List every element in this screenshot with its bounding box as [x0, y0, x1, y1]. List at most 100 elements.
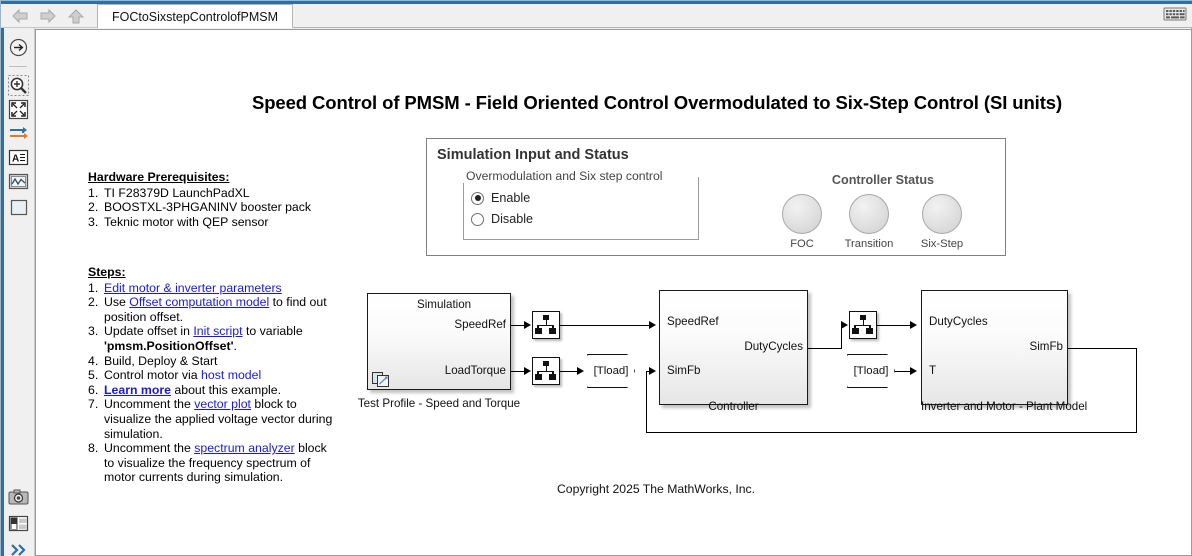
- arrow-dutycycles-mref: [841, 320, 848, 329]
- tab-model[interactable]: FOCtoSixstepControlofPMSM: [97, 4, 294, 28]
- item-text-pre: Use: [104, 295, 130, 310]
- link-vector-plot[interactable]: vector plot: [194, 397, 251, 412]
- arrow-plant-torque: [910, 366, 917, 375]
- list-item-step-1: 1.Edit motor & inverter parameters: [88, 281, 340, 296]
- wire-simfb-up: [646, 371, 647, 433]
- item-text-pre: Update offset in: [104, 324, 194, 339]
- hardware-prerequisites-block: Hardware Prerequisites: 1.TI F28379D Lau…: [88, 170, 338, 229]
- rate-transition-loadtorque-icon[interactable]: [532, 357, 560, 385]
- link-host-model[interactable]: host model: [201, 368, 262, 383]
- from-tag-tload[interactable]: [Tload]: [847, 354, 895, 388]
- radio-enable-label: Enable: [491, 191, 531, 205]
- back-arrow-icon[interactable]: [7, 5, 33, 27]
- annotation-text-icon[interactable]: A: [7, 146, 30, 169]
- list-item-step-4: 4.Build, Deploy & Start: [88, 354, 340, 369]
- port-in-torque: T: [929, 364, 937, 377]
- navigate-into-icon[interactable]: [7, 36, 30, 59]
- steps-block: Steps: 1.Edit motor & inverter parameter…: [88, 265, 340, 485]
- camera-snapshot-icon[interactable]: [7, 486, 30, 509]
- up-arrow-icon[interactable]: [63, 5, 89, 27]
- block-plant-model[interactable]: [921, 290, 1068, 405]
- arrow-speedref-in: [524, 320, 531, 329]
- list-item-step-5: 5. Control motor via host model: [88, 368, 340, 383]
- wire-speedref-1: [511, 325, 525, 326]
- toolbar-divider: [9, 66, 27, 67]
- radio-disable-label: Disable: [491, 212, 533, 226]
- port-in-dutycycles: DutyCycles: [929, 315, 988, 328]
- item-text: TI F28379D LaunchPadXL: [104, 185, 250, 200]
- test-profile-inner-label: Simulation: [417, 298, 472, 311]
- hardware-list: 1.TI F28379D LaunchPadXL 2.BOOSTXL-3PHGA…: [88, 186, 338, 230]
- page-title: Speed Control of PMSM - Field Oriented C…: [251, 92, 1063, 113]
- window-titlebar: FOCtoSixstepControlofPMSM: [1, 1, 1192, 28]
- rate-transition-dutycycles-icon[interactable]: [849, 311, 877, 339]
- item-number: 6.: [88, 382, 99, 397]
- list-item: 1.TI F28379D LaunchPadXL: [88, 186, 338, 201]
- steps-list: 1.Edit motor & inverter parameters 2. Use…: [88, 281, 340, 485]
- wire-loadtorque-1: [511, 371, 525, 372]
- block-controller[interactable]: [659, 290, 808, 405]
- list-item: 3.Teknic motor with QEP sensor: [88, 215, 338, 230]
- item-text: BOOSTXL-3PHGANINV booster pack: [104, 200, 312, 215]
- zoom-in-icon[interactable]: [7, 74, 30, 97]
- item-text-pre: Uncomment the: [104, 441, 195, 456]
- lamp-six-step-label: Six-Step: [920, 238, 964, 250]
- radio-enable[interactable]: Enable: [471, 191, 530, 205]
- item-number: 7.: [88, 397, 99, 412]
- item-text-post: block to visualize the frequency spectru…: [104, 441, 327, 485]
- item-text-pre: Control motor via: [104, 368, 202, 383]
- panel-title: Simulation Input and Status: [437, 147, 629, 163]
- list-item-step-6: 6. Learn more about this example.: [88, 383, 340, 398]
- layout-panels-icon[interactable]: [7, 512, 30, 535]
- wire-dutycycles-riser: [841, 325, 842, 349]
- block-label-plant-model: Inverter and Motor - Plant Model: [921, 400, 1088, 413]
- item-text-post: to variable: [242, 324, 303, 339]
- radio-disable[interactable]: Disable: [471, 212, 533, 226]
- lamp-transition-label: Transition: [844, 238, 894, 250]
- signal-lines-icon[interactable]: [7, 122, 30, 145]
- wire-loadtorque-2: [560, 371, 578, 372]
- expand-chevrons-icon[interactable]: [7, 538, 30, 556]
- blank-block-icon[interactable]: [7, 196, 30, 219]
- simulation-input-status-panel: Simulation Input and Status Overmodulati…: [426, 138, 1006, 256]
- lamp-transition: Transition: [841, 194, 897, 250]
- link-learn-more[interactable]: Learn more: [104, 382, 171, 397]
- link-edit-parameters[interactable]: Edit motor & inverter parameters: [104, 280, 282, 295]
- lamp-foc: FOC: [774, 194, 830, 250]
- fit-to-view-icon[interactable]: [7, 98, 30, 121]
- port-in-speedref: SpeedRef: [667, 315, 719, 328]
- hardware-heading: Hardware Prerequisites:: [88, 170, 230, 184]
- link-spectrum-analyzer[interactable]: spectrum analyzer: [194, 441, 295, 456]
- link-init-script[interactable]: Init script: [193, 324, 243, 339]
- link-offset-computation-model[interactable]: Offset computation model: [129, 295, 270, 310]
- rate-transition-speedref-icon[interactable]: [532, 311, 560, 339]
- port-out-speedref: SpeedRef: [454, 318, 506, 331]
- item-text-post: to find out position offset.: [104, 295, 327, 324]
- copyright-text: Copyright 2025 The MathWorks, Inc.: [556, 482, 756, 496]
- wire-dutycycles-1: [808, 348, 842, 349]
- radio-disable-indicator[interactable]: [471, 212, 484, 226]
- wire-simfb-3: [646, 371, 650, 372]
- block-test-profile[interactable]: [367, 293, 511, 390]
- item-text-post: about this example.: [170, 382, 282, 397]
- keyboard-icon[interactable]: [1163, 6, 1187, 22]
- left-toolbar: A: [1, 28, 35, 556]
- scope-icon[interactable]: [7, 170, 30, 193]
- item-text: Teknic motor with QEP sensor: [104, 214, 269, 229]
- sidebar-accent: [1, 28, 4, 556]
- list-item: 2.BOOSTXL-3PHGANINV booster pack: [88, 200, 338, 215]
- item-number: 2.: [88, 295, 99, 310]
- radio-enable-indicator[interactable]: [471, 191, 484, 205]
- port-out-simfb: SimFb: [1029, 340, 1064, 353]
- controller-status-title: Controller Status: [831, 173, 935, 187]
- port-out-loadtorque: LoadTorque: [444, 364, 506, 377]
- navigation-buttons: [7, 4, 93, 28]
- overmodulation-group: [463, 177, 699, 240]
- block-label-controller: Controller: [708, 400, 759, 413]
- goto-tag-tload[interactable]: [Tload]: [587, 354, 635, 388]
- tab-strip: FOCtoSixstepControlofPMSM: [97, 4, 1192, 28]
- item-number: 5.: [88, 368, 99, 383]
- forward-arrow-icon[interactable]: [35, 5, 61, 27]
- model-canvas[interactable]: Speed Control of PMSM - Field Oriented C…: [35, 29, 1192, 556]
